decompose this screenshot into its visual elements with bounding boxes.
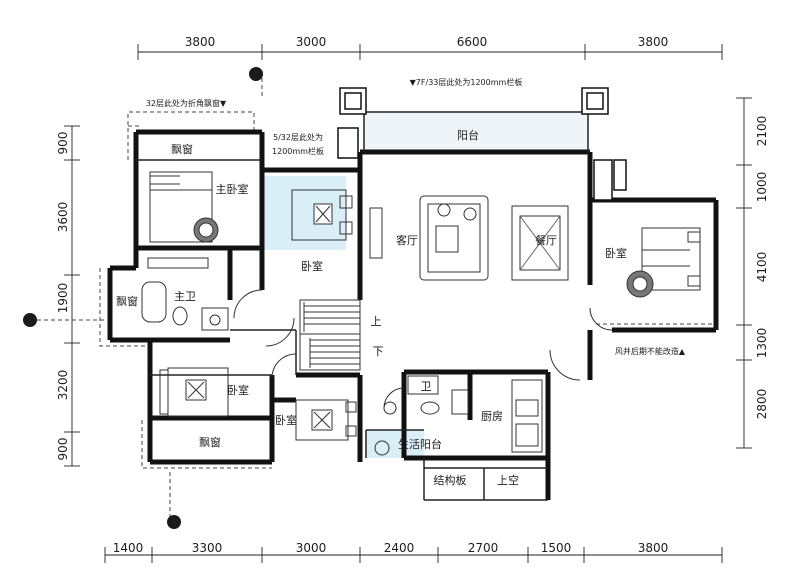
dim-left-1: 900 <box>56 132 70 155</box>
stair-up-label: 上 <box>371 315 382 328</box>
marker-2: 2 <box>23 313 37 327</box>
note-railing-line1: 5/32层此处为 <box>273 132 323 142</box>
dim-left-4: 3200 <box>56 370 70 401</box>
dim-bottom-1: 1400 <box>113 541 144 555</box>
room-bedroom-center: 卧室 <box>301 259 323 273</box>
marker-3-label: 3 <box>170 516 178 529</box>
dim-bottom-2: 3300 <box>192 541 223 555</box>
dim-right-5: 2800 <box>755 389 769 420</box>
dim-bottom-6: 1500 <box>541 541 572 555</box>
room-living: 客厅 <box>396 233 418 247</box>
room-dining: 餐厅 <box>535 233 557 247</box>
dim-bottom-7: 3800 <box>638 541 669 555</box>
dim-left-5: 900 <box>56 438 70 461</box>
stairwell <box>299 299 361 371</box>
dim-right-4: 1300 <box>755 328 769 359</box>
stair-down-label: 下 <box>373 345 384 358</box>
room-kitchen: 厨房 <box>481 410 503 423</box>
room-bay-window-top: 飘窗 <box>171 142 193 156</box>
room-master-bath: 主卫 <box>174 290 196 303</box>
room-bedroom-lower-mid: 卧室 <box>275 413 297 427</box>
columns <box>337 87 627 201</box>
room-void: 上空 <box>497 473 519 487</box>
room-structural-slab: 结构板 <box>434 473 467 487</box>
dimension-lines <box>64 44 752 563</box>
room-bay-window-bottom: 飘窗 <box>199 435 221 449</box>
room-master-bedroom: 主卧室 <box>216 182 249 196</box>
note-shaft: 风井后期不能改造▲ <box>615 346 686 356</box>
marker-3: 3 <box>167 515 181 529</box>
dim-top-2: 3000 <box>296 35 327 49</box>
room-bedroom-right: 卧室 <box>605 246 627 260</box>
note-top-railing: ▼7F/33层此处为1200mm栏板 <box>410 77 523 87</box>
furniture <box>141 171 701 456</box>
marker-1: 1 <box>249 67 263 81</box>
room-balcony: 阳台 <box>457 128 479 142</box>
dim-right-1: 2100 <box>755 116 769 147</box>
inner-walls <box>136 111 589 501</box>
room-bay-window-left: 飘窗 <box>116 294 138 308</box>
door-swings <box>233 289 613 409</box>
marker-1-label: 1 <box>252 68 260 81</box>
dim-right-3: 4100 <box>755 252 769 283</box>
dim-bottom-5: 2700 <box>468 541 499 555</box>
dim-bottom-3: 3000 <box>296 541 327 555</box>
room-fills <box>264 112 588 458</box>
room-bathroom: 卫 <box>421 380 432 393</box>
dim-left-3: 1900 <box>56 283 70 314</box>
dim-top-3: 6600 <box>457 35 488 49</box>
note-bay-corner: 32层此处为折角飘窗▼ <box>146 98 227 108</box>
note-railing-line2: 1200mm栏板 <box>272 146 324 156</box>
dim-left-2: 3600 <box>56 202 70 233</box>
marker-2-label: 2 <box>26 314 34 327</box>
dim-top-1: 3800 <box>185 35 216 49</box>
dim-right-2: 1000 <box>755 172 769 203</box>
room-bedroom-lower-left: 卧室 <box>227 383 249 397</box>
room-utility-balcony: 生活阳台 <box>398 437 442 451</box>
dim-top-4: 3800 <box>638 35 669 49</box>
dim-bottom-4: 2400 <box>384 541 415 555</box>
